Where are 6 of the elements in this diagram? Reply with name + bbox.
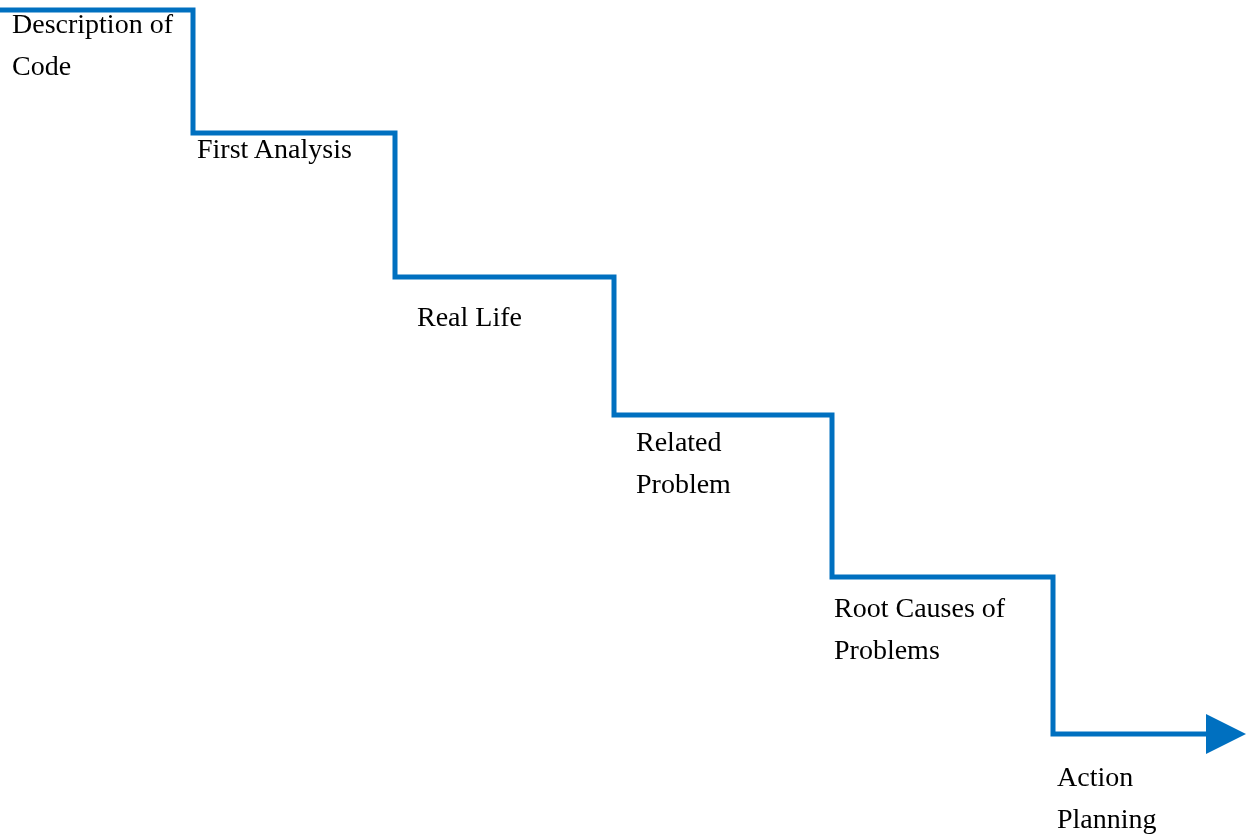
step-label: Real Life: [417, 300, 523, 334]
step-label: Root Causes of Problems: [834, 591, 1007, 667]
step-label: First Analysis: [197, 132, 353, 166]
step-label: Description of Code: [12, 7, 174, 83]
step-label: Related Problem: [636, 425, 732, 501]
step-label: Action Planning: [1057, 760, 1158, 836]
